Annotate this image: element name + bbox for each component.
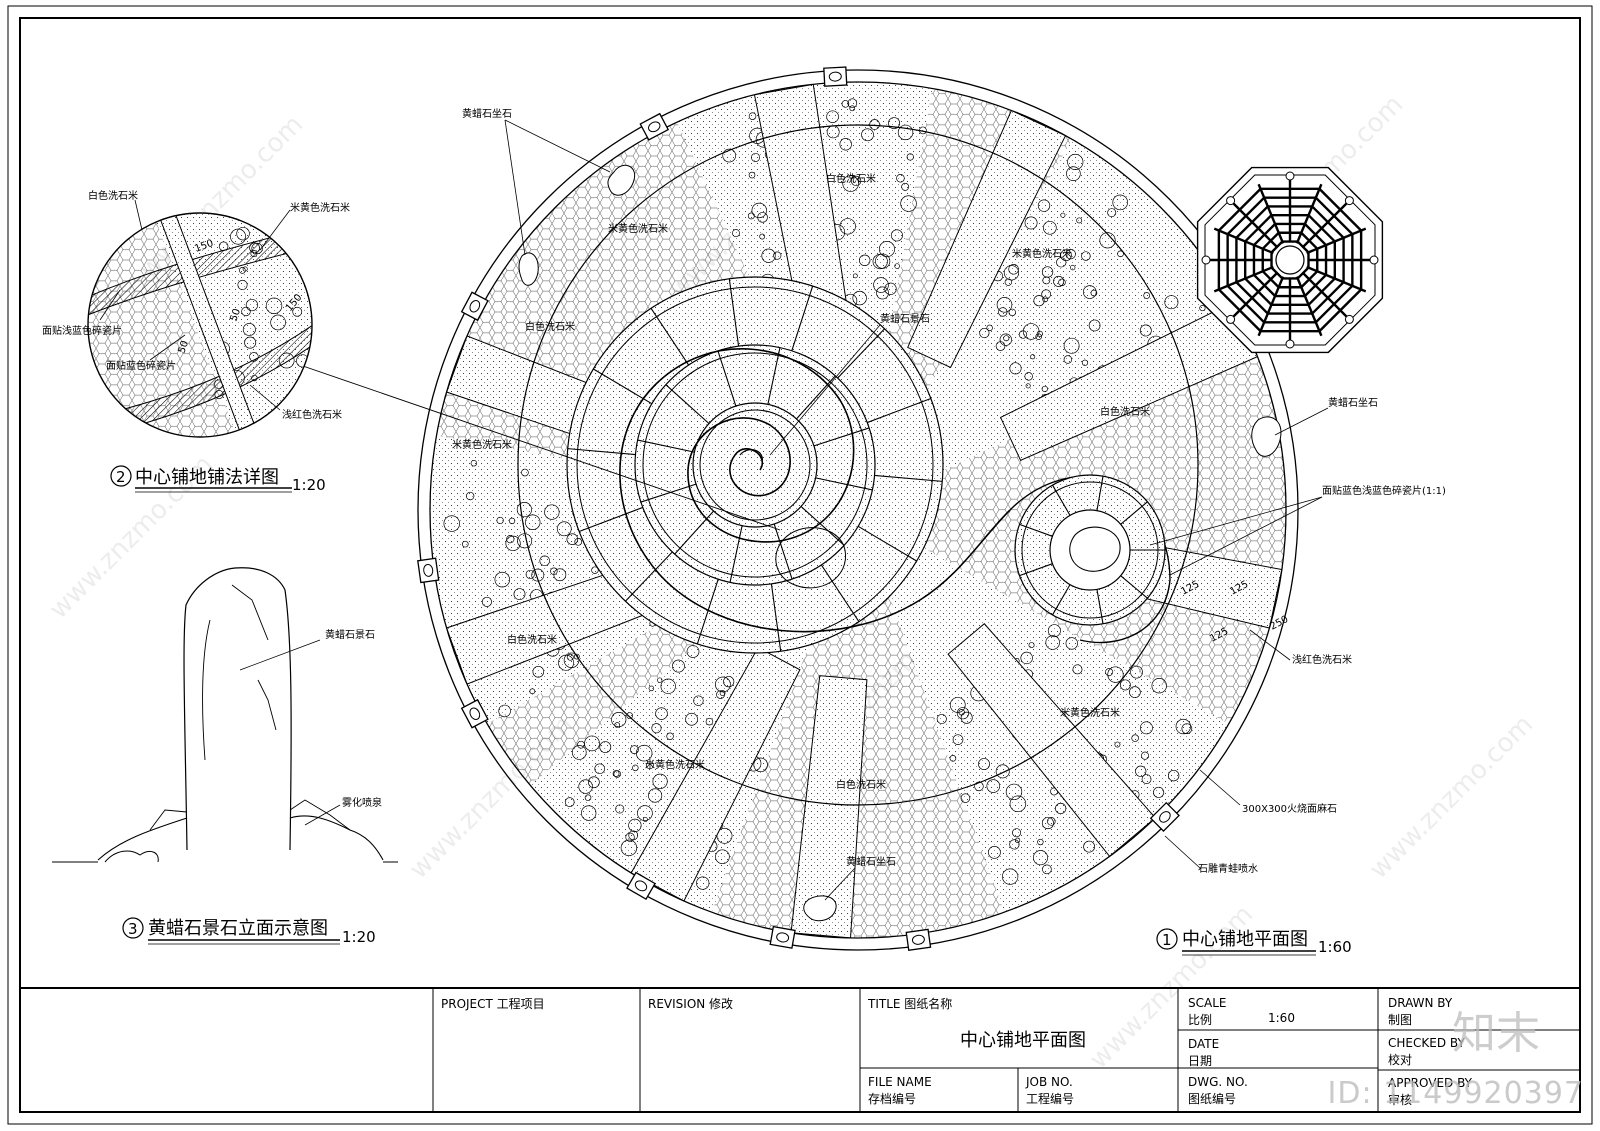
tb-date-cn: 日期: [1188, 1054, 1212, 1068]
detail-drawing: 白色洗石米 米黄色洗石米 面贴浅蓝色碎瓷片 面贴蓝色碎瓷片 浅红色洗石米 150…: [42, 189, 350, 438]
detail-dim-50b: 50: [176, 339, 191, 355]
label-beige-upper-left: 米黄色洗石米: [608, 222, 668, 235]
detail-label-white-terrazzo: 白色洗石米: [88, 189, 138, 202]
label-white-terrazzo-lower-left: 白色洗石米: [507, 633, 557, 646]
label-granite: 300X300火烧面麻石: [1242, 802, 1337, 815]
tb-file-en: FILE NAME: [868, 1075, 932, 1089]
label-seat-stone-top: 黄蜡石坐石: [462, 107, 512, 120]
tb-drawn-cn: 制图: [1388, 1013, 1412, 1027]
svg-text:www.znzmo.com: www.znzmo.com: [1364, 710, 1539, 885]
detail-dim-50a: 50: [228, 307, 243, 323]
seat-stone-top: [607, 164, 636, 196]
elev-title: 黄蜡石景石立面示意图: [148, 918, 328, 939]
landscape-stone-plan: [775, 527, 846, 589]
outer-ring: [417, 69, 1299, 951]
title-block: PROJECT 工程项目 REVISION 修改 TITLE 图纸名称 中心铺地…: [20, 987, 1580, 1112]
tb-scale-value: 1:60: [1268, 1011, 1295, 1025]
tb-approved-en: APPROVED BY: [1388, 1076, 1473, 1090]
main-plan: [299, 66, 1299, 951]
label-landscape-stone-plan: 黄蜡石景石: [880, 312, 930, 325]
detail-title: 中心铺地铺法详图: [135, 467, 279, 488]
label-seat-stone-bottom: 黄蜡石坐石: [846, 855, 896, 868]
elevation-drawing: 黄蜡石景石 雾化喷泉: [52, 567, 398, 863]
label-mosaic-note: 面贴蓝色浅蓝色碎瓷片(1:1): [1322, 484, 1446, 497]
elev-label-landscape-stone: 黄蜡石景石: [325, 628, 375, 641]
plan-title-scale: 1:60: [1318, 938, 1352, 956]
tb-date-en: DATE: [1188, 1037, 1219, 1051]
plan-title: 中心铺地平面图: [1182, 929, 1308, 950]
tb-scale-cn: 比例: [1188, 1013, 1212, 1027]
watermark-logo: 知末: [1452, 1008, 1540, 1059]
tb-checked-en: CHECKED BY: [1388, 1036, 1465, 1050]
label-white-terrazzo-top: 白色洗石米: [826, 172, 876, 185]
detail-label-light-red-terrazzo: 浅红色洗石米: [282, 408, 342, 421]
label-frog-fountain: 石雕青蛙喷水: [1198, 862, 1258, 875]
seat-stone-left: [518, 252, 539, 286]
tb-job-en: JOB NO.: [1025, 1075, 1073, 1089]
plan-title-number: 1: [1162, 931, 1172, 949]
tb-title-label: TITLE 图纸名称: [867, 996, 952, 1011]
label-beige-bottom-left: 米黄色洗石米: [645, 758, 705, 771]
tb-project-label: PROJECT 工程项目: [441, 996, 545, 1011]
detail-label-beige-terrazzo: 米黄色洗石米: [290, 201, 350, 214]
tb-scale-en: SCALE: [1188, 996, 1226, 1010]
octagon-pergola: [1196, 166, 1384, 354]
elev-title-scale: 1:20: [342, 928, 376, 946]
detail-title-number: 2: [116, 468, 126, 486]
detail-label-light-blue-mosaic: 面贴浅蓝色碎瓷片: [42, 324, 122, 337]
seat-stone-right: [1251, 416, 1282, 457]
detail-title-scale: 1:20: [292, 476, 326, 494]
label-seat-stone-right: 黄蜡石坐石: [1328, 396, 1378, 409]
spiral-path: [619, 348, 1011, 633]
middle-ring: [517, 124, 1199, 806]
seat-stone-bottom: [803, 895, 837, 922]
tb-revision-label: REVISION 修改: [648, 996, 733, 1011]
tb-drawn-en: DRAWN BY: [1388, 996, 1453, 1010]
watermark-id: ID: 1149920397: [1327, 1076, 1584, 1111]
label-beige-left: 米黄色洗石米: [452, 438, 512, 451]
label-white-terrazzo-bottom: 白色洗石米: [836, 778, 886, 791]
tb-dwg-cn: 图纸编号: [1188, 1091, 1236, 1106]
detail-label-blue-mosaic: 面贴蓝色碎瓷片: [106, 359, 176, 372]
tb-approved-cn: 审核: [1388, 1092, 1412, 1107]
elev-title-number: 3: [128, 920, 138, 938]
tb-file-cn: 存档编号: [868, 1091, 916, 1106]
outer-frame: [7, 5, 1593, 1125]
center-stone: [1069, 526, 1121, 572]
tb-checked-cn: 校对: [1388, 1052, 1412, 1067]
label-light-red-terrazzo: 浅红色洗石米: [1292, 653, 1352, 666]
tb-job-cn: 工程编号: [1026, 1091, 1074, 1106]
label-beige-lower-right: 米黄色洗石米: [1060, 706, 1120, 719]
elev-label-mist-fountain: 雾化喷泉: [342, 796, 382, 809]
tb-dwg-en: DWG. NO.: [1188, 1075, 1248, 1089]
label-white-terrazzo-left: 白色洗石米: [525, 320, 575, 333]
drawing-titles: 2 中心铺地铺法详图 1:20 3 黄蜡石景石立面示意图 1:20 1 中心铺地…: [110, 465, 1352, 956]
inner-frame: [19, 17, 1581, 1113]
label-beige-upper-right: 米黄色洗石米: [1012, 247, 1072, 260]
tb-drawing-name: 中心铺地平面图: [960, 1030, 1086, 1051]
label-white-terrazzo-right: 白色洗石米: [1100, 405, 1150, 418]
